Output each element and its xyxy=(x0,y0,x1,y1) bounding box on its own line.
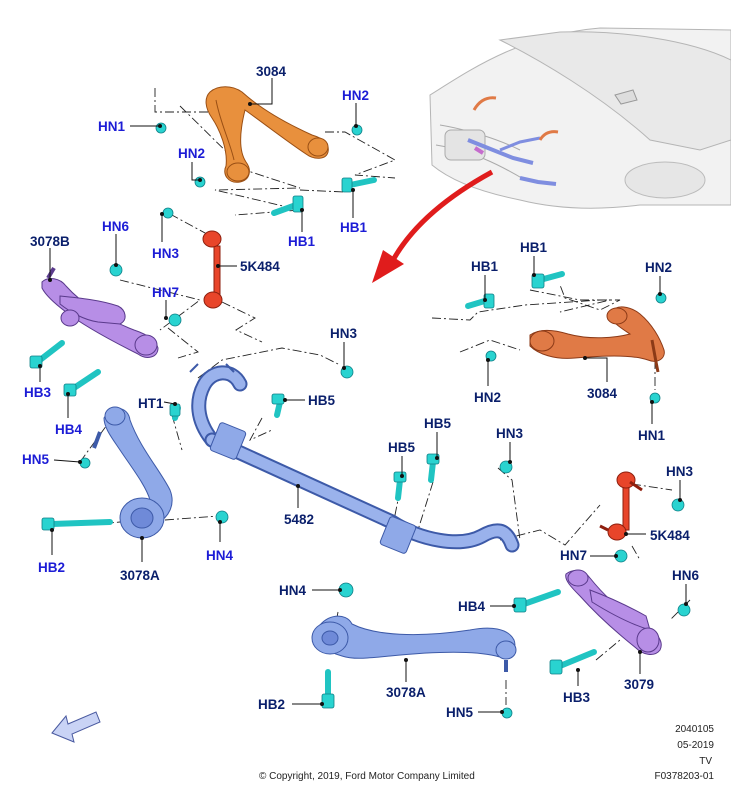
lower-arm-3078a-bottom xyxy=(311,615,517,672)
stabilizer-link-5k484-right xyxy=(599,471,643,541)
label-hn6-r: HN6 xyxy=(672,568,699,583)
label-hb1-r-a: HB1 xyxy=(520,240,547,255)
bolt-hb5-b xyxy=(395,477,403,501)
nut-hn3-r xyxy=(671,498,685,512)
label-hn3-tl: HN3 xyxy=(152,246,179,261)
label-hb1-tl-b: HB1 xyxy=(340,220,367,235)
label-hn6-l: HN6 xyxy=(102,219,129,234)
bolt-hb3-l xyxy=(37,340,65,363)
label-hb1-tl-a: HB1 xyxy=(288,234,315,249)
label-hb4-r: HB4 xyxy=(458,599,485,614)
label-hb5-b: HB5 xyxy=(388,440,415,455)
front-direction-arrow xyxy=(51,711,101,743)
bolt-hb1-tl-a xyxy=(347,177,377,188)
label-hb2-l: HB2 xyxy=(38,560,65,575)
label-hb1-r-b: HB1 xyxy=(471,259,498,274)
bolt-hb4-r xyxy=(521,589,561,607)
label-hn3-c: HN3 xyxy=(330,326,357,341)
label-hn3-d: HN3 xyxy=(496,426,523,441)
label-hn1-r: HN1 xyxy=(638,428,665,443)
label-hn2-tl-a: HN2 xyxy=(178,146,205,161)
lower-arm-3079 xyxy=(565,569,662,655)
vehicle-overview xyxy=(429,27,731,209)
nut-hn7-l xyxy=(168,313,182,327)
footer-ref: F0378203-01 xyxy=(655,771,715,782)
upper-arm-3084-right xyxy=(529,306,665,373)
nut-hn6-r xyxy=(677,603,691,617)
label-hb5-a: HB5 xyxy=(308,393,335,408)
label-hb5-c: HB5 xyxy=(424,416,451,431)
stabilizer-link-5k484-left xyxy=(202,230,223,309)
label-hn2-tl-b: HN2 xyxy=(342,88,369,103)
red-pointer-arrow xyxy=(372,169,494,283)
label-hn7-r: HN7 xyxy=(560,548,587,563)
label-3078a-b: 3078A xyxy=(386,685,426,700)
bolt-hb3-r xyxy=(557,649,597,669)
footer-tv: TV xyxy=(699,756,712,767)
label-hb3-r: HB3 xyxy=(563,690,590,705)
label-5482: 5482 xyxy=(284,512,314,527)
lower-arm-3078b xyxy=(41,266,159,358)
label-3078a-l: 3078A xyxy=(120,568,160,583)
footer-code: 2040105 xyxy=(675,724,714,735)
label-hb2-b: HB2 xyxy=(258,697,285,712)
bolt-hb1-tl-b xyxy=(271,202,299,216)
label-3079: 3079 xyxy=(624,677,654,692)
part-labels: 3084 HN1 HN2 HN2 HB1 HB1 HN6 3078B HN3 5… xyxy=(22,64,699,720)
label-3078b: 3078B xyxy=(30,234,70,249)
label-hn3-r: HN3 xyxy=(666,464,693,479)
label-hn7-l: HN7 xyxy=(152,285,179,300)
lower-arm-3078a-left xyxy=(92,406,173,539)
fasteners xyxy=(29,122,691,719)
stabilizer-bar-5482 xyxy=(189,363,520,554)
footer-date: 05-2019 xyxy=(677,740,714,751)
nut-hn3-tl xyxy=(162,207,174,219)
nut-hn3-d xyxy=(499,460,513,474)
label-5k484-l: 5K484 xyxy=(240,259,280,274)
label-hn1-tl: HN1 xyxy=(98,119,125,134)
label-ht1: HT1 xyxy=(138,396,164,411)
leader-lines xyxy=(38,78,688,714)
footer-copyright: © Copyright, 2019, Ford Motor Company Li… xyxy=(259,771,475,782)
label-3084-r: 3084 xyxy=(587,386,618,401)
bolt-hb2-l xyxy=(49,519,113,527)
footer: 2040105 05-2019 TV F0378203-01 © Copyrig… xyxy=(259,724,714,782)
label-5k484-r: 5K484 xyxy=(650,528,690,543)
upper-arm-3084-left xyxy=(205,86,329,183)
nut-hn4-l xyxy=(215,510,229,524)
label-hn2-r-a: HN2 xyxy=(645,260,672,275)
label-hn2-r-b: HN2 xyxy=(474,390,501,405)
label-3084-top: 3084 xyxy=(256,64,287,79)
bolt-hb4-l xyxy=(71,369,101,391)
label-hn5-l: HN5 xyxy=(22,452,49,467)
label-hn4-l: HN4 xyxy=(206,548,233,563)
label-hb4-l: HB4 xyxy=(55,422,82,437)
label-hn5-b: HN5 xyxy=(446,705,473,720)
label-hb3-l: HB3 xyxy=(24,385,51,400)
label-hn4-b: HN4 xyxy=(279,583,306,598)
bolt-hb5-c xyxy=(428,459,436,483)
